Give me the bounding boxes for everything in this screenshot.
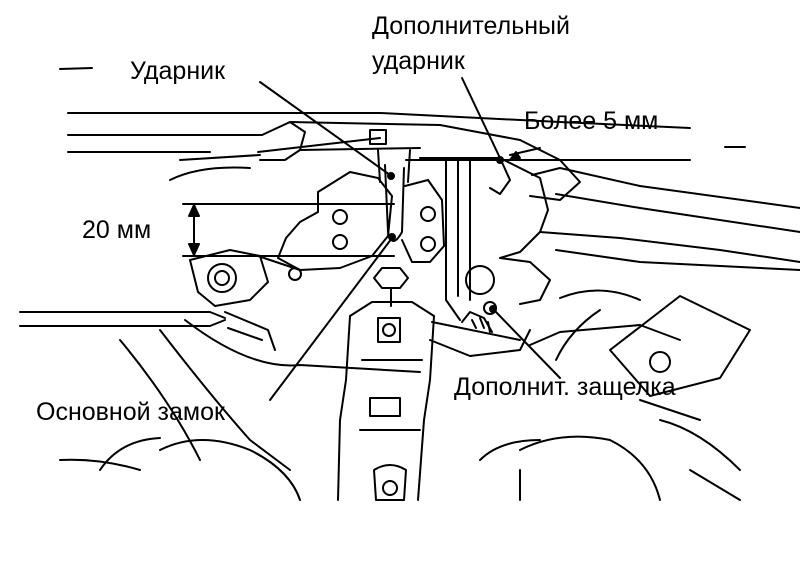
striker-wire: [378, 150, 410, 241]
leader-dot: [389, 234, 395, 240]
stray-mark: [60, 68, 92, 69]
main-lock-plate: [278, 172, 444, 280]
release-cable: [20, 312, 275, 350]
label-main-lock: Основной замок: [36, 398, 225, 426]
label-additional-striker-line1: Дополнительный: [372, 12, 570, 40]
right-bracket: [556, 290, 750, 420]
leader-dot: [388, 173, 394, 179]
hood-bracket: [260, 122, 580, 200]
label-additional-latch: Дополнит. защелка: [454, 373, 676, 401]
label-more-than-5mm: Более 5 мм: [524, 107, 659, 135]
dimension-5mm: [406, 148, 690, 160]
additional-latch-assembly: [420, 158, 550, 356]
leader-lines: [260, 78, 560, 400]
leader-dot: [490, 306, 496, 312]
label-striker: Ударник: [130, 57, 226, 85]
dimension-20mm: [183, 204, 394, 256]
label-additional-striker-line2: ударник: [372, 47, 465, 75]
center-stay: [338, 268, 434, 500]
bottom-components: [60, 420, 740, 500]
left-mount: [190, 250, 300, 306]
leader-dot: [497, 157, 503, 163]
label-20mm: 20 мм: [82, 216, 152, 244]
body-panel-lines: [68, 113, 800, 270]
